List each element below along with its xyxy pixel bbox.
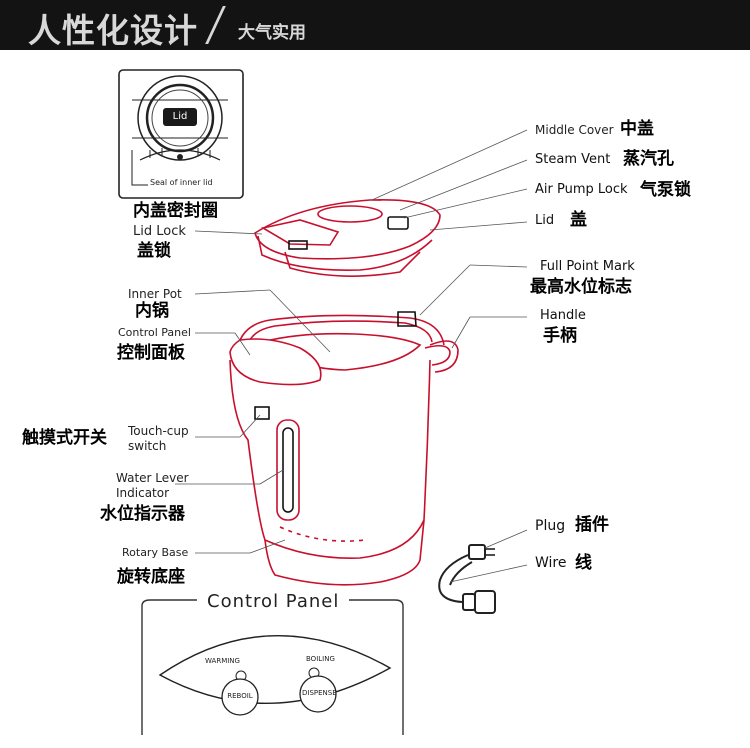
dispense-button[interactable]: DISPENSE <box>302 690 334 697</box>
inner-pot-label-cn: 内锅 <box>135 303 169 320</box>
air-pump-lock-label-cn: 气泵锁 <box>640 182 691 199</box>
control-panel-label-en: Control Panel <box>118 327 191 338</box>
steam-vent-label-cn: 蒸汽孔 <box>623 151 674 168</box>
middle-cover-label-en: Middle Cover <box>535 124 614 136</box>
touch-switch-label-cn: 触摸式开关 <box>22 430 107 447</box>
pot-body <box>230 312 458 585</box>
inner-pot-label-en: Inner Pot <box>128 288 182 300</box>
lid-badge: Lid <box>163 112 197 122</box>
wire-label-cn: 线 <box>575 555 592 572</box>
handle-label-en: Handle <box>540 309 586 322</box>
lid-lock-label-cn: 盖锁 <box>137 243 171 260</box>
touch-switch-label-en-2: switch <box>128 440 166 452</box>
plug-label-cn: 插件 <box>575 517 609 534</box>
touch-switch-label-en-1: Touch-cup <box>128 425 189 437</box>
lid-label-en: Lid <box>535 214 554 227</box>
seal-caption: Seal of inner lid <box>150 179 213 187</box>
full-point-mark-label-cn: 最高水位标志 <box>530 279 632 296</box>
control-panel-title: Control Panel <box>197 591 349 612</box>
air-pump-lock-label-en: Air Pump Lock <box>535 183 628 196</box>
water-level-label-cn: 水位指示器 <box>100 506 185 523</box>
plug-and-wire <box>439 545 495 613</box>
full-point-mark-label-en: Full Point Mark <box>540 260 635 273</box>
middle-cover-label-cn: 中盖 <box>620 121 654 138</box>
steam-vent-label-en: Steam Vent <box>535 153 610 166</box>
water-level-label-en-1: Water Lever <box>116 472 189 484</box>
wire-label-en: Wire <box>535 556 567 570</box>
lid-assembly <box>255 200 440 276</box>
lid-label-cn: 盖 <box>570 212 587 229</box>
reboil-button[interactable]: REBOIL <box>224 693 256 700</box>
rotary-base-label-en: Rotary Base <box>122 547 188 558</box>
water-level-label-en-2: Indicator <box>116 487 169 499</box>
warming-indicator-label: WARMING <box>205 658 240 665</box>
rotary-base-label-cn: 旋转底座 <box>117 569 185 586</box>
control-panel-label-cn: 控制面板 <box>117 345 185 362</box>
lid-lock-label-en: Lid Lock <box>133 225 186 238</box>
plug-label-en: Plug <box>535 519 565 533</box>
handle-label-cn: 手柄 <box>543 328 577 345</box>
boiling-indicator-label: BOILING <box>306 656 335 663</box>
inner-lid-seal-label-cn: 内盖密封圈 <box>133 203 218 220</box>
control-panel-detail <box>142 600 403 735</box>
